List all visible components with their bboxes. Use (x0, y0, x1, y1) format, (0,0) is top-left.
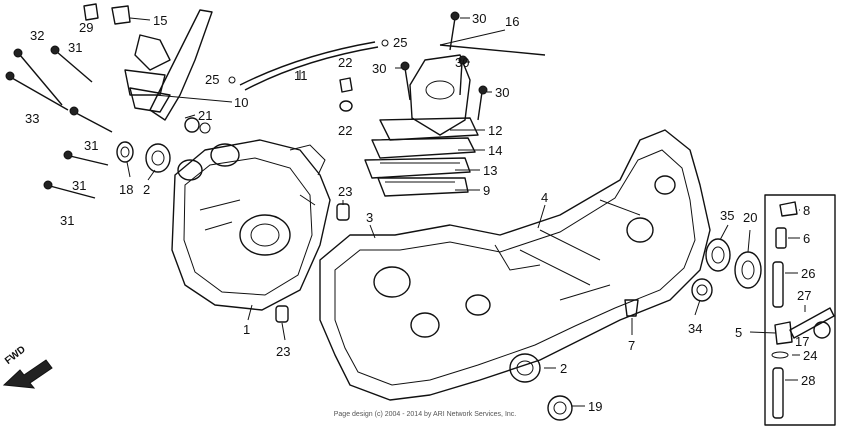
bolts-30 (400, 11, 488, 121)
callout-25-right: 25 (393, 35, 407, 50)
callout-5: 5 (735, 325, 742, 340)
copyright-text: Page design (c) 2004 - 2014 by ARI Netwo… (333, 411, 517, 418)
callout-18: 18 (119, 182, 133, 197)
callout-25-left: 25 (205, 72, 219, 87)
callout-14: 14 (488, 143, 502, 158)
cable-16 (439, 44, 546, 56)
callout-1: 1 (243, 322, 250, 337)
callout-30-a: 30 (472, 11, 486, 26)
callout-2-left: 2 (143, 182, 150, 197)
hose-11 (228, 39, 389, 91)
small-parts (83, 3, 639, 323)
callout-11: 11 (294, 68, 308, 83)
callout-19: 19 (588, 399, 602, 414)
callout-10: 10 (234, 95, 248, 110)
fwd-arrow-icon (2, 359, 53, 389)
callout-32: 32 (30, 28, 44, 43)
callout-23-top: 23 (338, 184, 352, 199)
callout-30-c: 30 (455, 55, 469, 70)
callout-29: 29 (79, 20, 93, 35)
callout-21: 21 (198, 108, 212, 123)
callout-15: 15 (153, 13, 167, 28)
left-bolts (5, 45, 113, 199)
callout-26: 26 (801, 266, 815, 281)
callout-7: 7 (628, 338, 635, 353)
callouts: 1 2 2 3 4 5 6 7 8 9 10 11 12 13 14 15 16… (25, 11, 817, 414)
callout-33: 33 (25, 111, 39, 126)
callout-22-top: 22 (338, 55, 352, 70)
callout-22-bottom: 22 (338, 123, 352, 138)
left-crankcase (171, 139, 331, 311)
bearings-left (116, 141, 171, 173)
callout-12: 12 (488, 123, 502, 138)
leader-lines (126, 17, 806, 407)
callout-28: 28 (801, 373, 815, 388)
callout-6: 6 (803, 231, 810, 246)
callout-27: 27 (797, 288, 811, 303)
right-crankcase (319, 129, 711, 401)
callout-16: 16 (505, 14, 519, 29)
callout-23-bottom: 23 (276, 344, 290, 359)
bearings-right (509, 238, 762, 421)
callout-20: 20 (743, 210, 757, 225)
callout-17: 17 (795, 334, 809, 349)
callout-34: 34 (688, 321, 702, 336)
callout-30-d: 30 (495, 85, 509, 100)
callout-30-b: 30 (372, 61, 386, 76)
callout-24: 24 (803, 348, 817, 363)
shaft-assembly-box (764, 194, 836, 426)
callout-31-b: 31 (84, 138, 98, 153)
callout-4: 4 (541, 190, 548, 205)
callout-3: 3 (366, 210, 373, 225)
callout-13: 13 (483, 163, 497, 178)
reed-valve-assembly (364, 54, 479, 197)
callout-35: 35 (720, 208, 734, 223)
callout-2-right: 2 (560, 361, 567, 376)
callout-8: 8 (803, 203, 810, 218)
callout-31-d: 31 (60, 213, 74, 228)
callout-9: 9 (483, 183, 490, 198)
callout-31-c: 31 (72, 178, 86, 193)
callout-31-a: 31 (68, 40, 82, 55)
